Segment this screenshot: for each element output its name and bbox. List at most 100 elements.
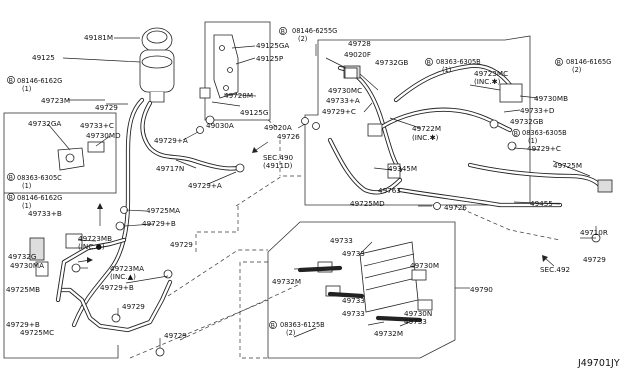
part-label: 49730MC [328, 86, 362, 95]
cooler-dash-lead [239, 261, 268, 359]
arrows [77, 141, 555, 267]
part-label: 49717N [156, 164, 184, 173]
middle-parts [196, 67, 441, 210]
part-label: (INC.▲) [110, 272, 136, 281]
part-label: 49733+A [326, 96, 360, 105]
arrow-sec492 [544, 257, 555, 267]
bolt-label: (1) [22, 85, 31, 93]
leader-lines [47, 37, 597, 348]
bolt-marker [512, 129, 520, 137]
part-label: 49730N [404, 309, 432, 318]
bolt-marker-letter: B [281, 28, 285, 35]
part-label: 49730MB [534, 94, 568, 103]
bolt-marker [7, 76, 15, 84]
bolt-marker [7, 173, 15, 181]
part-label: 49729 [170, 240, 193, 249]
clip-block [35, 261, 49, 277]
bolt-label: (2) [572, 66, 581, 74]
part-label: 49790 [470, 285, 493, 294]
part-label: 49725M [553, 161, 582, 170]
part-label: 49728M [224, 91, 253, 100]
part-label: SEC.492 [540, 265, 570, 274]
hose-fitting [387, 163, 401, 179]
part-label: 49125G [240, 108, 268, 117]
clamp-ring [71, 263, 81, 273]
cooler-clip [411, 269, 427, 281]
cooler-box [267, 221, 456, 359]
clamp-ring [235, 163, 245, 173]
bolt-label: 08146-6162G [17, 194, 62, 202]
part-label: 49722M [412, 124, 441, 133]
bolt-label: (2) [298, 35, 307, 43]
part-label: (INC.✱) [474, 77, 501, 86]
part-label: 49710R [580, 228, 608, 237]
part-label: 49733 [342, 309, 365, 318]
reservoir-ring [141, 55, 173, 69]
bolt-marker [269, 321, 277, 329]
part-label: 49726 [444, 203, 467, 212]
dashed-relations [129, 119, 561, 359]
arrow-right-head [87, 257, 93, 263]
part-label: 49345M [388, 164, 417, 173]
bolt-marker [7, 193, 15, 201]
part-label: 49730MD [86, 131, 121, 140]
part-label: 49725MB [6, 285, 40, 294]
arrow-up-head [97, 203, 103, 209]
washer [433, 202, 441, 210]
bolt-marker-letter: B [9, 194, 13, 201]
clamp-block [87, 141, 105, 153]
part-label: 49730M [410, 261, 439, 270]
part-label: 49125GA [256, 41, 289, 50]
bolt-marker [279, 27, 287, 35]
part-label: 49723MB [78, 234, 112, 243]
washer [312, 122, 320, 130]
part-label: 49729+B [6, 320, 40, 329]
reservoir-tank [139, 27, 175, 103]
part-label: 49730MA [10, 261, 44, 270]
part-label: SEC.490 [263, 153, 294, 162]
part-label: 49725MD [350, 199, 385, 208]
part-label: 49729+B [100, 283, 134, 292]
clamp-ring [489, 119, 499, 129]
part-label: 49723MC [474, 69, 508, 78]
clamp-ring [507, 141, 517, 151]
bolt-label: 08146-6162G [17, 77, 62, 85]
bracket-block [199, 87, 211, 99]
bolt-label: 08363-6305B [522, 129, 567, 137]
washer [301, 117, 309, 125]
bracket-hole [223, 85, 229, 91]
bolt-label: (1) [22, 182, 31, 190]
bolt-label: 08146-6255G [292, 27, 337, 35]
bolt-label: 08146-6165G [566, 58, 611, 66]
part-label: 49726 [277, 132, 300, 141]
clamp-ring [205, 115, 215, 125]
bolt-label: 08363-6125B [280, 321, 325, 329]
bolt-marker [425, 58, 433, 66]
reservoir-bracket-plate [213, 34, 239, 99]
part-label: 49030A [206, 121, 234, 130]
part-label: 49729 [122, 302, 145, 311]
part-label: 49733+C [80, 121, 114, 130]
bolt-marker [555, 58, 563, 66]
part-label: 49729+A [188, 181, 222, 190]
diagram-reference-code: J49701JY [577, 358, 620, 369]
part-label: 49725MC [20, 328, 54, 337]
hose-fitting [367, 123, 383, 137]
part-label: 49732GB [375, 58, 408, 67]
bolt-marker-letter: B [427, 59, 431, 66]
oil-cooler [297, 241, 433, 323]
pressure-hose-assembly [327, 63, 613, 243]
reservoir-bracket-box [204, 21, 271, 121]
part-label: 49729 [95, 103, 118, 112]
part-label: 49020A [264, 123, 292, 132]
part-label: 49723M [41, 96, 70, 105]
part-label: (4911D) [263, 161, 293, 170]
part-label: 49732GA [28, 119, 61, 128]
clamp-ring [155, 347, 165, 357]
part-label: (INC.●) [78, 242, 105, 251]
part-label: 49732M [272, 277, 301, 286]
part-label: 49733 [330, 236, 353, 245]
cooler-clip [417, 299, 433, 311]
part-label: 49732M [374, 329, 403, 338]
part-label: 49020F [344, 50, 371, 59]
